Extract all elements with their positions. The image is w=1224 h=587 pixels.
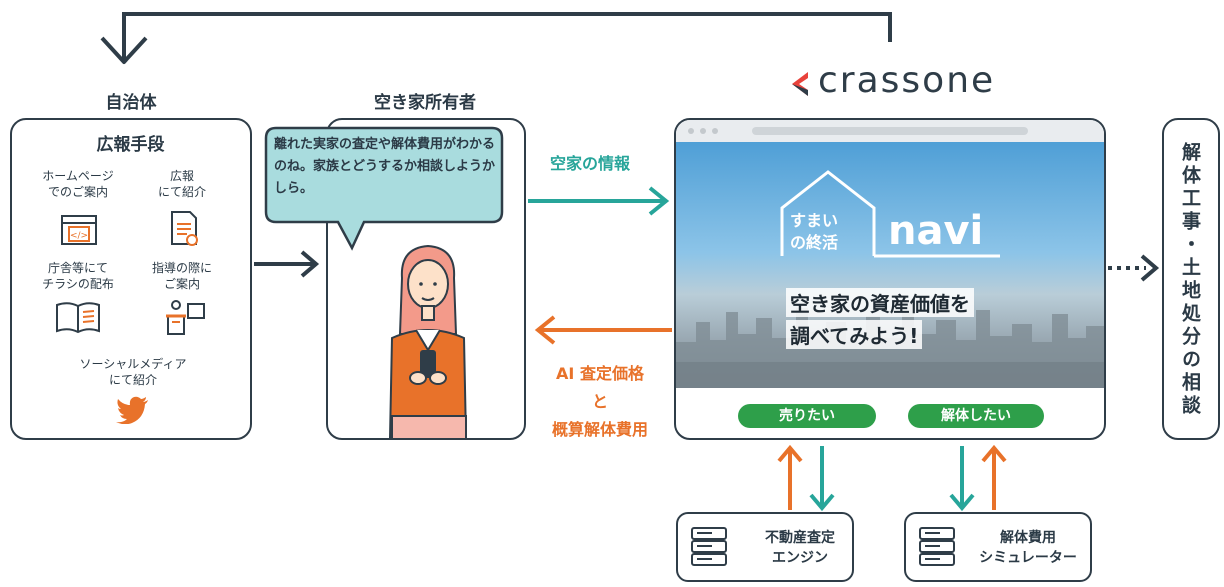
web-code-icon: </> [61,215,97,245]
result-label-line: 概算解体費用 [551,420,648,439]
website-mock: すまい の終活 navi 空き家の資産価値を 調べてみよう! 売りたい 解体した… [674,118,1106,440]
outreach-item-label: 指導の際に ご案内 [151,261,212,291]
podium-icon [166,300,205,335]
feedback-loop-arrow [100,12,892,64]
result-label-line: AI 査定価格 [556,364,644,383]
svg-text:</>: </> [70,231,88,241]
brand-name: crassone [818,60,996,101]
demolish-button[interactable]: 解体したい [908,404,1044,428]
outreach-title: 広報手段 [96,135,165,155]
outreach-item-label: 庁舎等にて チラシの配布 [42,261,114,291]
demolition-simulator-box: 解体費用 シミュレーター [904,512,1092,582]
hero-headline-line1: 空き家の資産価値を [786,288,974,317]
browser-bar [676,120,1104,142]
hero-area: すまい の終活 navi 空き家の資産価値を 調べてみよう! [676,142,1104,388]
twitter-bird-icon [116,396,148,424]
crassone-logo-icon [792,72,808,96]
engine2-down-arrow [949,446,975,512]
result-arrow-label: AI 査定価格 と 概算解体費用 [530,360,670,444]
outreach-item-label: ホームページ でのご案内 [42,169,114,199]
demolition-simulator-label: 解体費用 シミュレーター [979,530,1077,566]
outreach-item-label: ソーシャルメディア にて紹介 [79,357,187,387]
server-icon [919,527,955,566]
consultation-label: 解体工事・土地処分の相談 [1179,142,1201,418]
consultation-box: 解体工事・土地処分の相談 [1162,118,1220,440]
navi-logo-text: navi [888,208,984,254]
document-icon [171,211,198,246]
consult-arrow [1108,254,1160,282]
info-arrow [528,186,670,216]
browser-dot [700,128,706,134]
appraisal-engine-label: 不動産査定 エンジン [765,530,835,566]
hero-headline-line2: 調べてみよう! [786,320,923,349]
open-book-icon [56,302,100,334]
owner-heading: 空き家所有者 [374,93,476,113]
server-icon [691,527,727,566]
result-label-line: と [591,392,608,411]
sumai-navi-logo-frame [780,170,1000,258]
result-arrow [534,315,672,345]
speech-bubble-shape [264,126,504,251]
engine1-up-arrow [777,444,803,510]
engine2-up-arrow [981,444,1007,510]
appraisal-engine-box: 不動産査定 エンジン [676,512,854,582]
browser-address-bar [752,127,1028,135]
sumai-logo-text: すまい の終活 [790,211,839,252]
muni-to-owner-arrow [254,250,320,278]
browser-dot [688,128,694,134]
municipality-box: 広報手段 ホームページ でのご案内 </> 広報 にて紹介 庁舎等にて チラシの… [10,118,252,440]
engine1-down-arrow [809,446,835,512]
outreach-item-label: 広報 にて紹介 [157,169,206,199]
municipality-heading: 自治体 [105,93,157,113]
info-arrow-label: 空家の情報 [550,154,631,173]
browser-dot [712,128,718,134]
owner-speech-text: 離れた実家の査定や解体費用がわかるのね。家族とどうするか相談しようかしら。 [274,137,496,196]
sell-button[interactable]: 売りたい [738,404,876,428]
woman-illustration [388,244,468,438]
